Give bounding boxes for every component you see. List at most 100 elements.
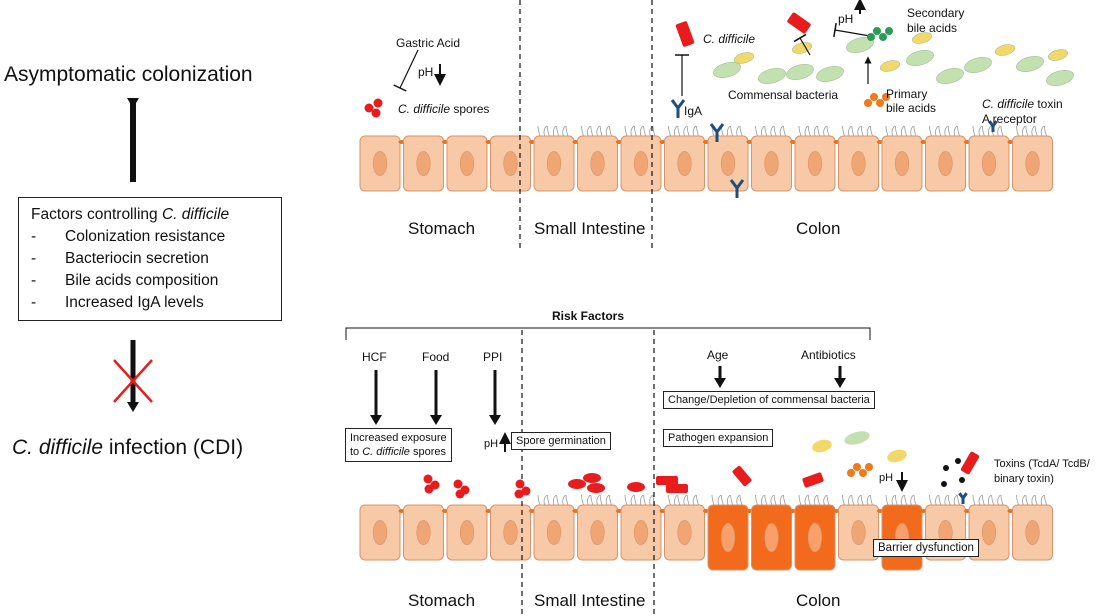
microvillus <box>913 494 917 506</box>
commensal-bacterium <box>912 32 932 44</box>
microvillus <box>633 494 637 506</box>
factors-box: Factors controlling C. difficile -Coloni… <box>18 197 282 321</box>
top-colon-label: Colon <box>796 219 841 238</box>
microvillus <box>596 125 600 137</box>
nucleus <box>677 520 692 545</box>
microvillus <box>826 494 830 506</box>
age-arrow-head <box>714 378 726 388</box>
primary-bile-acid <box>882 93 890 101</box>
factor-item: -Bacteriocin secretion <box>31 250 209 267</box>
bottom-small-intestine-label: Small Intestine <box>534 591 646 610</box>
microvillus <box>587 125 591 137</box>
microvillus <box>562 494 566 506</box>
microvillus <box>1034 494 1038 506</box>
vegetative-cell <box>656 476 678 485</box>
spore <box>424 484 434 494</box>
commensal-bacteria-label: Commensal bacteria <box>728 88 839 102</box>
nucleus <box>1025 151 1040 176</box>
diagram-shapes <box>113 0 1074 616</box>
microvillus <box>978 494 982 506</box>
risk-factor-bracket <box>345 327 871 340</box>
nucleus <box>459 151 475 176</box>
nucleus <box>416 520 431 545</box>
microvillus <box>1022 125 1026 137</box>
spore-germination-box: Spore germination <box>511 432 611 450</box>
microvillus <box>1040 125 1045 137</box>
spore <box>514 489 524 499</box>
microvillus <box>686 125 690 137</box>
c-difficile-cell <box>675 21 695 47</box>
cross-line-2 <box>113 359 153 403</box>
microvillus <box>848 125 852 137</box>
microvillus <box>929 494 932 506</box>
nucleus <box>459 520 475 545</box>
microvillus <box>726 125 731 137</box>
toxin-particle <box>955 458 961 464</box>
top-stomach-label: Stomach <box>408 219 476 238</box>
nucleus <box>720 522 736 553</box>
microvillus <box>692 494 697 506</box>
nucleus <box>764 151 779 176</box>
microvillus <box>556 125 560 137</box>
microvillus <box>696 494 699 506</box>
microvillus <box>910 125 914 137</box>
microvillus <box>842 125 845 137</box>
microvillus <box>755 494 758 506</box>
antibiotics-arrow-head <box>834 378 846 388</box>
microvillus <box>1031 494 1035 506</box>
microvillus <box>739 494 743 506</box>
microvillus <box>537 494 541 506</box>
microvillus <box>947 125 951 137</box>
germinating-spore <box>568 479 586 489</box>
primary-bile-acid <box>870 93 878 101</box>
microvillus <box>779 494 784 506</box>
factor-item: -Increased IgA levels <box>31 294 204 311</box>
microvillus <box>565 125 569 137</box>
spore <box>373 98 383 108</box>
iga-antibody <box>709 123 725 142</box>
nucleus <box>372 520 388 545</box>
hcf-arrow-head <box>370 415 382 425</box>
microvillus <box>562 125 566 137</box>
nucleus <box>851 520 866 545</box>
primary-bile-acid <box>864 99 872 107</box>
microvillus <box>885 494 889 506</box>
iga-antibody <box>729 179 745 198</box>
commensal-bacterium <box>906 50 934 66</box>
microvillus <box>596 494 600 506</box>
microvillus <box>1040 494 1045 506</box>
microvillus <box>944 494 948 506</box>
microvillus <box>938 494 942 506</box>
age-label: Age <box>707 348 729 362</box>
commensal-bacterium <box>816 66 844 82</box>
secondary-bile-acid <box>879 33 887 41</box>
microvillus <box>987 494 992 506</box>
microvillus <box>978 125 982 137</box>
nucleus <box>546 151 562 176</box>
microvillus <box>668 494 671 506</box>
commensal-bacterium <box>880 60 900 72</box>
secondary-bile-label-2: bile acids <box>907 21 958 35</box>
vegetative-cell <box>960 451 980 475</box>
microvillus <box>773 494 777 506</box>
secondary-bile-label-1: Secondary <box>907 6 965 20</box>
microvillus <box>913 125 917 137</box>
microvillus <box>605 494 610 506</box>
nucleus <box>807 522 823 553</box>
microvillus <box>866 494 871 506</box>
nucleus <box>416 151 431 176</box>
microvillus <box>609 125 612 137</box>
commensal-bacterium <box>846 37 874 53</box>
microvillus <box>953 494 958 506</box>
toxins-label-1: Toxins (TcdA/ TcdB/ <box>994 458 1090 470</box>
microvillus <box>842 494 845 506</box>
ph-colon-label: pH <box>879 472 894 484</box>
microvillus <box>717 494 721 506</box>
commensal-bacterium <box>734 52 754 64</box>
microvillus <box>981 494 985 506</box>
spore <box>364 103 374 113</box>
nucleus <box>894 151 910 176</box>
toxin-receptor <box>958 492 968 504</box>
microvillus <box>870 125 873 137</box>
